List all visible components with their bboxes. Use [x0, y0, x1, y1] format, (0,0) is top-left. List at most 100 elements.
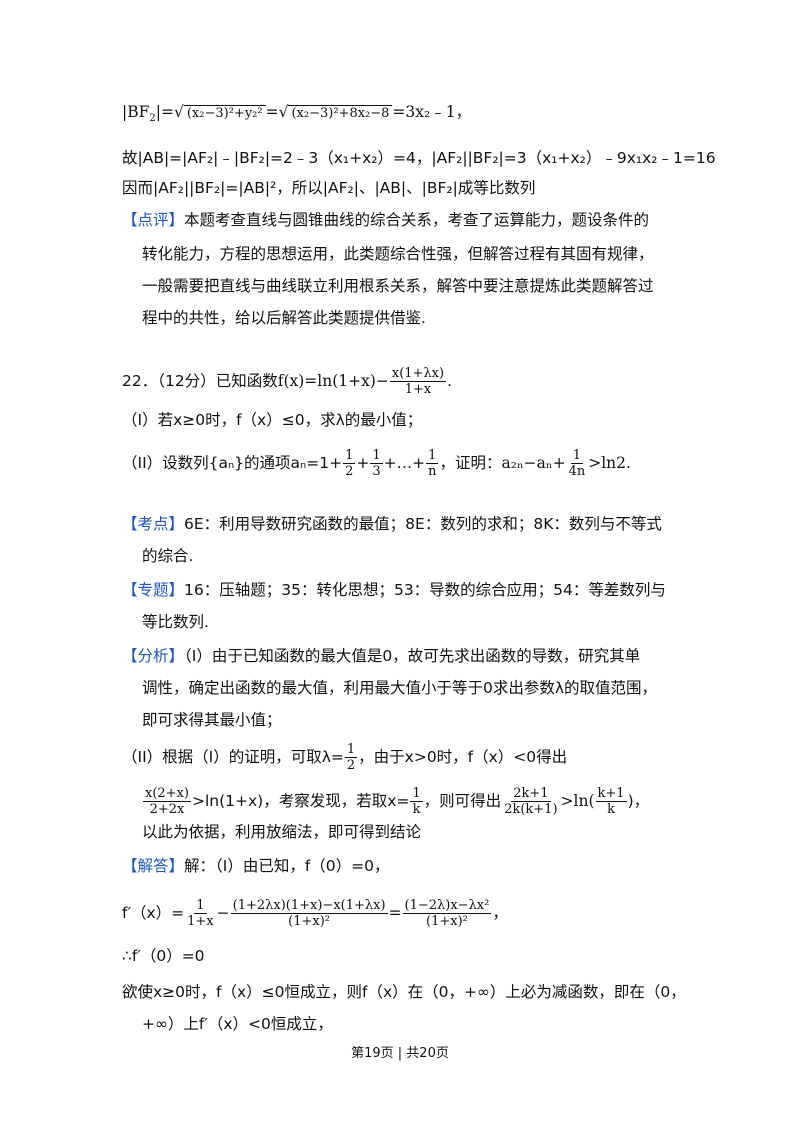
function-lead: f(x)=ln(1+x)− [277, 372, 389, 390]
problem-part-1: （I）若x≥0时，f（x）≤0，求λ的最小值； [122, 411, 423, 429]
frac-x2x: x(2+x)2+2x [143, 786, 191, 817]
jieda-tag: 【解答】 [122, 857, 185, 875]
fenxi-line-1: 【分析】（I）由于已知函数的最大值是0，故可先求出函数的导数，研究其单 [122, 646, 640, 666]
comma: ， [492, 904, 508, 922]
kaodian-line-2: 的综合. [142, 547, 194, 565]
fraction-numerator: 1 [344, 742, 358, 758]
fraction-numerator: (1−2λ)x−λx² [402, 898, 492, 914]
sequence-lead: （II）设数列{aₙ}的通项aₙ=1+ [122, 454, 343, 472]
result-tail: =3x₂﹣1， [392, 103, 472, 121]
fenxi-4-tail: ，由于x>0时，f（x）<0得出 [358, 748, 568, 766]
fraction-denominator: 2+2x [149, 802, 185, 817]
deriv-frac-2: (1+2λx)(1+x)−x(1+λx)(1+x)² [230, 898, 388, 929]
comment-line-3: 一般需要把直线与曲线联立利用根系关系，解答中要注意提炼此类题解答过 [142, 277, 654, 295]
jieda-line-4: 欲使x≥0时，f（x）≤0恒成立，则f（x）在（0，+∞）上必为减函数，即在（0… [122, 983, 686, 1001]
period: . [447, 372, 453, 390]
comment-line-1: 【点评】本题考查直线与圆锥曲线的综合关系，考查了运算能力，题设条件的 [122, 210, 649, 230]
fraction-numerator: (1+2λx)(1+x)−x(1+λx) [230, 898, 388, 914]
zhuanti-line-2: 等比数列. [142, 613, 209, 631]
zhuanti-text-1: 16：压轴题；35：转化思想；53：导数的综合应用；54：等差数列与 [184, 581, 666, 599]
fraction-denominator: (1+x)² [288, 914, 331, 929]
fraction-numerator: 1 [370, 448, 383, 464]
fraction-denominator: 3 [372, 464, 381, 479]
radicand-1: (x₂−3)²+y₂² [183, 105, 266, 121]
fraction-numerator: 1 [426, 448, 439, 464]
fenxi-5-mid2: ，则可得出 [423, 792, 502, 810]
bf2-label: |BF [122, 103, 150, 121]
fenxi-tag: 【分析】 [122, 647, 185, 665]
comment-line-4: 程中的共性，给以后解答此类题提供借鉴. [142, 309, 426, 327]
function-fraction: x(1+λx)1+x [389, 366, 447, 397]
bf2-sqrt-line: |BF2|=√(x₂−3)²+y₂²=√(x₂−3)²+8x₂−8=3x₂﹣1， [122, 102, 472, 125]
fraction-denominator: 1+x [404, 382, 432, 397]
kaodian-tag: 【考点】 [122, 515, 185, 533]
geometric-line: 因而|AF₂||BF₂|=|AB|²，所以|AF₂|、|AB|、|BF₂|成等比… [122, 179, 536, 197]
prove-lead: ，证明：a₂ₙ−aₙ+ [439, 454, 566, 472]
fenxi-line-6: 以此为依据，利用放缩法，即可得到结论 [142, 823, 422, 841]
fenxi-4-lead: （II）根据（I）的证明，可取λ= [122, 748, 344, 766]
fraction-denominator: n [428, 464, 437, 479]
fraction-denominator: k [412, 802, 421, 817]
fraction-denominator: 2 [345, 464, 354, 479]
fenxi-line-3: 即可求得其最小值； [142, 711, 282, 729]
fraction-denominator: k [607, 802, 615, 817]
fraction-denominator: (1+x)² [426, 914, 468, 929]
fraction-denominator: 4n [568, 464, 586, 479]
ellipsis: +…+ [383, 454, 426, 472]
fraction-denominator: 1+x [187, 914, 214, 929]
minus: − [216, 904, 230, 922]
fraction-numerator: k+1 [595, 786, 627, 802]
fraction-numerator: 1 [194, 898, 207, 914]
fenxi-5-mid: >ln(1+x)，考察发现，若取x= [191, 792, 410, 810]
problem-header: 22．（12分）已知函数f(x)=ln(1+x)−x(1+λx)1+x. [122, 366, 452, 397]
fenxi-5-ln: >ln( [560, 792, 595, 810]
fraction-numerator: 2k+1 [511, 786, 551, 802]
plus: + [356, 454, 370, 472]
fraction-numerator: 1 [410, 786, 423, 802]
comment-tag: 【点评】 [122, 211, 185, 229]
fraction-numerator: x(1+λx) [389, 366, 447, 382]
jieda-line-3: ∴f′（0）=0 [122, 947, 205, 965]
zhuanti-tag: 【专题】 [122, 581, 185, 599]
radicand-2: (x₂−3)²+8x₂−8 [288, 105, 393, 121]
fraction-numerator: x(2+x) [143, 786, 191, 802]
fraction-denominator: 2k(k+1) [504, 802, 558, 817]
kaodian-text-1: 6E：利用导数研究函数的最值；8E：数列的求和；8K：数列与不等式 [184, 515, 662, 533]
prove-end: >ln2. [588, 454, 631, 472]
equals: = [265, 103, 279, 121]
zhuanti-line-1: 【专题】16：压轴题；35：转化思想；53：导数的综合应用；54：等差数列与 [122, 580, 666, 600]
sqrt-expression-2: √(x₂−3)²+8x₂−8 [279, 102, 393, 124]
fraction-numerator: 1 [570, 448, 584, 464]
deriv-frac-3: (1−2λ)x−λx²(1+x)² [402, 898, 492, 929]
comment-line-2: 转化能力，方程的思想运用，此类题综合性强，但解答过程有其固有规律， [142, 245, 654, 263]
kaodian-line-1: 【考点】6E：利用导数研究函数的最值；8E：数列的求和；8K：数列与不等式 [122, 514, 662, 534]
comment-text-1: 本题考查直线与圆锥曲线的综合关系，考查了运算能力，题设条件的 [184, 211, 650, 229]
jieda-line-1: 【解答】解：（I）由已知，f（0）=0， [122, 856, 390, 876]
fraction-numerator: 1 [343, 448, 356, 464]
problem-number: 22．（12分）已知函数 [122, 372, 278, 390]
fraction-denominator: 2 [346, 758, 356, 773]
fenxi-5-end: )， [627, 792, 650, 810]
fenxi-line-2: 调性，确定出函数的最大值，利用最大值小于等于0求出参数λ的取值范围， [142, 679, 658, 697]
sqrt-expression-1: √(x₂−3)²+y₂² [174, 102, 266, 124]
ab-line: 故|AB|=|AF₂|﹣|BF₂|=2﹣3（x₁+x₂）=4，|AF₂||BF₂… [122, 149, 716, 167]
fenxi-text-1: （I）由于已知函数的最大值是0，故可先求出函数的导数，研究其单 [184, 647, 641, 665]
equals: = [388, 904, 402, 922]
page-footer: 第19页 | 共20页 [351, 1046, 449, 1061]
jieda-text-1: 解：（I）由已知，f（0）=0， [184, 857, 390, 875]
jieda-line-5: +∞）上f′（x）<0恒成立， [142, 1015, 333, 1033]
